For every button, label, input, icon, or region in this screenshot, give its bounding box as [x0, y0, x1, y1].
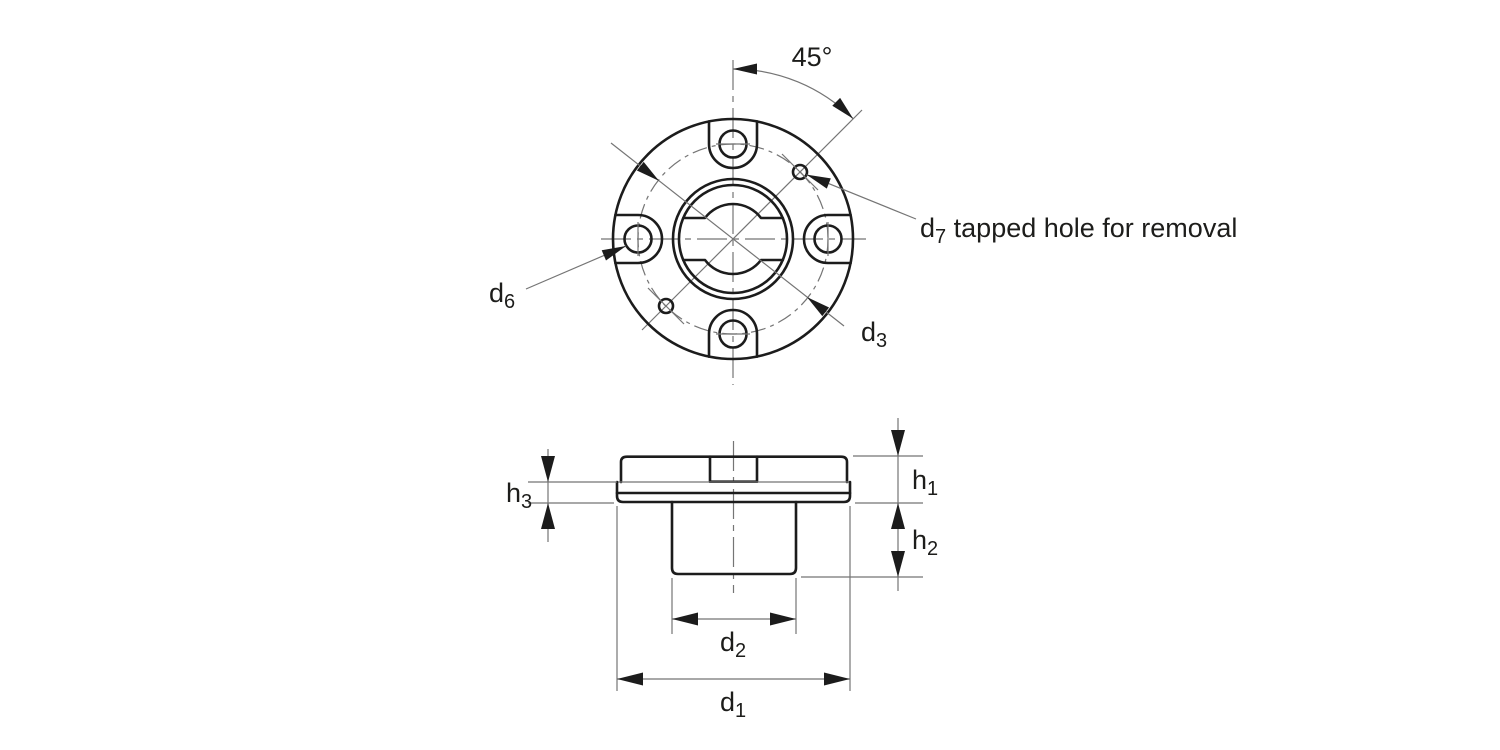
dimension-d1: d1 — [616, 506, 851, 722]
label-45deg: 45° — [792, 42, 833, 72]
label-d3: d3 — [861, 317, 887, 352]
arrowhead — [672, 612, 698, 626]
arrowhead — [601, 246, 626, 261]
arrowhead — [636, 161, 659, 181]
arrowhead — [806, 174, 831, 189]
tick-tapped-hole-sw — [647, 287, 685, 325]
arrowhead — [807, 297, 830, 317]
angle-dimension-arc — [732, 68, 854, 120]
leader-d7: d7 tapped hole for removal — [806, 174, 1237, 248]
flange-outer-circle — [611, 117, 855, 361]
bolt-lobe-left — [614, 213, 664, 265]
flange-plate — [615, 480, 852, 504]
bolt-lobe-top — [707, 120, 759, 170]
flange-upper-block — [619, 455, 849, 484]
label-d1: d1 — [720, 687, 746, 722]
bolt-lobe-bottom — [707, 308, 759, 358]
arrowhead — [832, 97, 854, 119]
arrowhead — [891, 430, 905, 456]
dimension-d3: d3 — [610, 142, 887, 352]
arrowhead — [824, 672, 850, 686]
arrowhead — [541, 456, 555, 482]
arrowhead — [891, 503, 905, 529]
label-d6: d6 — [489, 278, 515, 313]
diagonal-centerline-45deg — [641, 109, 863, 331]
dimension-45deg: 45° — [732, 42, 854, 120]
bolt-lobe-right — [802, 213, 852, 265]
label-h1: h1 — [912, 465, 938, 500]
label-h2: h2 — [912, 525, 938, 560]
arrowhead — [733, 63, 757, 75]
arrowhead — [617, 672, 643, 686]
dimension-h3: h3 — [506, 449, 617, 542]
arrowhead — [770, 612, 796, 626]
tapped-hole-sw — [657, 297, 675, 315]
label-d2: d2 — [720, 627, 746, 662]
bore-with-slots — [682, 202, 785, 276]
leader-d6: d6 — [489, 245, 627, 313]
label-d7: d7 tapped hole for removal — [920, 213, 1237, 248]
tapped-hole-ne — [791, 163, 809, 181]
label-h3: h3 — [506, 478, 532, 513]
nut-body-circle — [671, 177, 795, 301]
arrowhead — [891, 551, 905, 577]
dimension-d2: d2 — [671, 578, 797, 662]
counterbore-circle — [677, 183, 789, 295]
dimension-h1-h2: h1 h2 — [801, 418, 938, 591]
top-view — [601, 60, 866, 385]
tick-tapped-hole-ne — [781, 153, 819, 191]
side-view — [615, 441, 852, 593]
nut-body — [670, 500, 798, 576]
arrowhead — [541, 503, 555, 529]
